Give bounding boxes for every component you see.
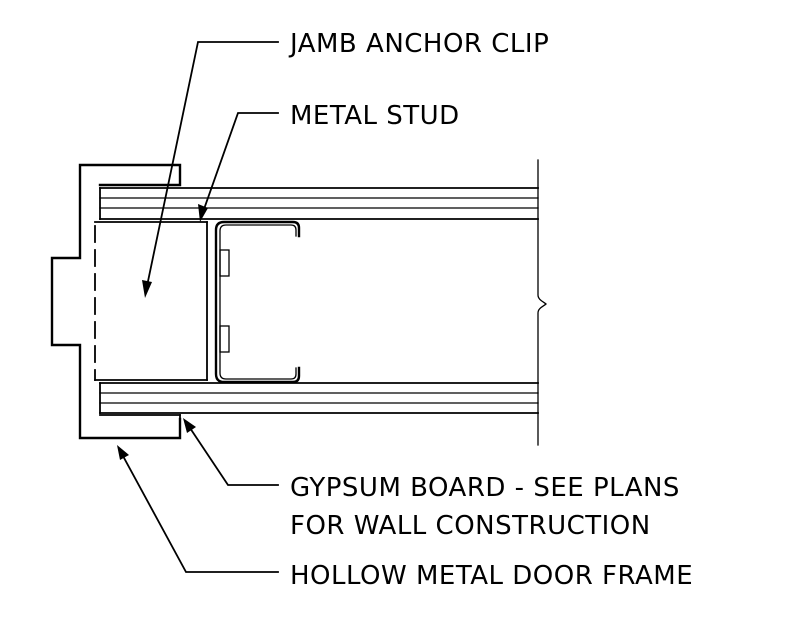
- jamb-anchor-clip: [94, 221, 208, 381]
- label-gypsum-board-line1: GYPSUM BOARD - SEE PLANS: [290, 473, 680, 503]
- label-gypsum-board-line2: FOR WALL CONSTRUCTION: [290, 511, 651, 541]
- label-jamb-anchor-clip: JAMB ANCHOR CLIP: [288, 29, 549, 59]
- label-metal-stud: METAL STUD: [290, 101, 460, 131]
- gypsum-board-bottom: [99, 382, 539, 414]
- leader-metal-stud: [198, 112, 279, 222]
- leader-hollow-metal-door-frame: [117, 445, 279, 573]
- gypsum-board-top: [99, 187, 539, 220]
- metal-stud: [214, 220, 301, 384]
- wall-assembly: [99, 159, 547, 446]
- break-line: [537, 159, 547, 446]
- leader-jamb-anchor-clip: [142, 41, 279, 298]
- hollow-metal-door-frame: [50, 163, 182, 440]
- label-hollow-metal-door-frame: HOLLOW METAL DOOR FRAME: [290, 561, 693, 591]
- leader-gypsum-board: [183, 418, 279, 486]
